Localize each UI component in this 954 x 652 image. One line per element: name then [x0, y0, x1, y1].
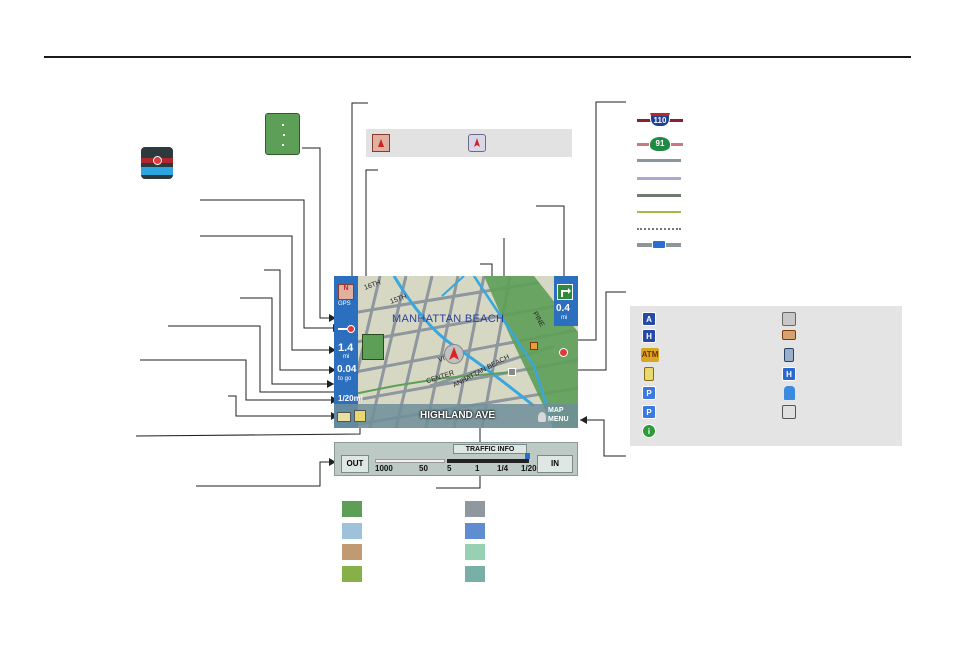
parking-lot-icon: P [642, 386, 656, 400]
right-swatch-1 [465, 501, 485, 517]
orientation-options-bar [366, 129, 572, 157]
fuel-station-icon [784, 348, 794, 362]
scale-readout: 1/20mi [338, 394, 363, 403]
north-indicator[interactable]: N [338, 284, 354, 300]
current-street-name: HIGHLAND AVE [420, 410, 495, 421]
current-location-marker [444, 344, 464, 364]
distance-to-turn-value: 0.4 [556, 303, 570, 314]
state-shield: 91 [637, 136, 683, 152]
left-swatch-2 [342, 522, 362, 539]
gps-heading-label: GPS [338, 301, 351, 307]
right-swatch-3 [465, 544, 485, 560]
information-icon: i [642, 424, 656, 438]
legend-line-rail [637, 211, 681, 213]
zoom-in-label: IN [551, 459, 559, 468]
destination-flag-icon [336, 324, 356, 334]
distance-remaining-unit: to go [338, 376, 352, 382]
zoom-traffic-bar[interactable]: TRAFFIC INFO OUT IN 1000 50 5 1 1/4 1/20 [334, 442, 578, 476]
right-swatch-4 [465, 565, 485, 582]
zoom-out-label: OUT [346, 459, 364, 468]
parking-garage-icon: P [642, 405, 656, 419]
distance-remaining-value: 0.04 [337, 364, 357, 375]
poi-legend: A H ATM P P i H [630, 306, 902, 446]
scale-label-twentieth: 1/20 [521, 464, 537, 473]
scale-label-quarter: 1/4 [497, 464, 509, 473]
distance-next-value: 1.4 [338, 342, 354, 354]
legend-line-major [637, 177, 681, 180]
distance-to-turn-unit: mi [561, 315, 568, 321]
header-rule [44, 56, 911, 58]
left-swatch-4 [342, 565, 362, 582]
interstate-number: 110 [650, 113, 670, 127]
heading-up-icon [468, 134, 486, 152]
traffic-info-tab[interactable]: TRAFFIC INFO [453, 444, 527, 454]
left-swatch-3 [342, 544, 362, 560]
distance-next-unit: mi [343, 354, 350, 360]
destination-marker-icon [559, 348, 568, 357]
right-swatch-2 [465, 522, 485, 539]
legend-line-boundary [637, 228, 681, 230]
interstate-shield: 110 [637, 113, 683, 127]
scale-label-1: 1 [475, 464, 480, 473]
traffic-info-label: TRAFFIC INFO [465, 446, 515, 453]
honda-dealer-icon: H [642, 329, 656, 343]
north-up-icon [372, 134, 390, 152]
atm-icon: ATM [641, 348, 659, 362]
legend-line-highway [637, 159, 681, 162]
lodging-icon [782, 330, 796, 340]
map-menu-icon [538, 412, 546, 422]
traffic-icon [354, 410, 366, 422]
guidance-point-icon [508, 368, 516, 376]
zoom-box-outline [362, 334, 384, 360]
zoom-scale-track[interactable] [375, 453, 533, 463]
map-menu-label-1: MAP [548, 407, 564, 414]
rest-area-icon [782, 405, 796, 419]
city-name-label: MANHATTAN BEACH [392, 313, 505, 325]
parking-zone-indicator [265, 113, 300, 155]
scale-label-5: 5 [447, 464, 452, 473]
poi-marker-icon [530, 342, 538, 350]
turn-arrow-icon [557, 284, 573, 300]
state-route-number: 91 [649, 136, 671, 152]
legend-line-street [637, 194, 681, 197]
restaurant-icon [782, 312, 796, 326]
map-menu-label-2: MENU [548, 416, 569, 423]
navigation-map-screen[interactable]: MANHATTAN BEACH ANHATTAN BEACH CENTER VI… [334, 276, 578, 428]
zoom-out-button[interactable]: OUT [341, 455, 369, 473]
scale-label-1000: 1000 [375, 464, 393, 473]
left-swatch-1 [342, 501, 362, 517]
zoom-in-button[interactable]: IN [537, 455, 573, 473]
zoom-level-marker [525, 453, 530, 459]
acura-dealer-icon: A [642, 312, 656, 326]
gas-pump-icon [644, 367, 654, 381]
hospital-icon: H [782, 367, 796, 381]
road-closure-icon [141, 147, 173, 179]
scale-label-50: 50 [419, 464, 428, 473]
legend-line-ferry [637, 240, 681, 249]
north-label: N [343, 285, 349, 292]
bus-icon [784, 386, 795, 400]
map-menu-button[interactable]: MAP MENU [538, 406, 576, 426]
mail-icon [337, 412, 351, 422]
